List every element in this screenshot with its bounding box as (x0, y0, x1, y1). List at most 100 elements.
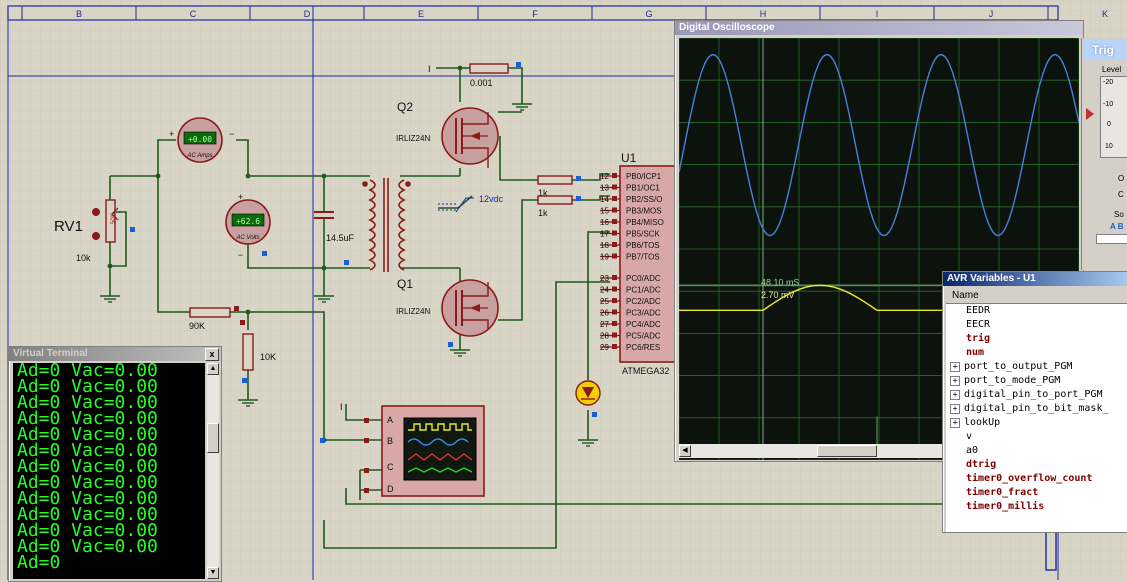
grid-column-label: G (645, 9, 652, 19)
transformer[interactable] (362, 178, 411, 272)
q2-mosfet[interactable] (441, 107, 499, 168)
variable-name: v (966, 431, 973, 442)
mcu-pin-name: PB4/MISO (626, 218, 664, 227)
scope-input-a: A (387, 415, 393, 425)
oscilloscope-titlebar[interactable]: Digital Oscilloscope (675, 21, 1083, 35)
variable-row[interactable]: timer0_fract (946, 486, 1127, 500)
grid-column-label: H (760, 9, 767, 19)
q1-mosfet[interactable] (441, 279, 499, 347)
virtual-terminal-title: Virtual Terminal (13, 348, 88, 359)
terminal-line: Ad=0 Vac=0.00 (17, 472, 158, 493)
mcu-pin-number: 26 (600, 309, 609, 318)
mcu-pin-marker (612, 286, 617, 292)
grid-column-label: I (876, 9, 879, 19)
mcu-pin-number: 23 (600, 274, 609, 283)
mcu-pin-name: PB3/MOS (626, 207, 662, 216)
svg-text:+: + (238, 192, 243, 202)
mcu-pin-name: PC1/ADC (626, 286, 661, 295)
virtual-terminal-titlebar[interactable]: Virtual Terminal (9, 347, 221, 361)
resistor-10k[interactable] (242, 333, 254, 383)
variable-row[interactable]: EEDR (946, 304, 1127, 318)
mcu-pin-marker (612, 275, 617, 280)
rv1-potentiometer[interactable]: 50% (92, 199, 135, 243)
variable-name: digital_pin_to_bit_mask_ (964, 403, 1109, 414)
scroll-down-icon[interactable]: ▼ (207, 567, 219, 579)
terminal-line: Ad=0 Vac=0.00 (17, 440, 158, 461)
shunt-resistor[interactable] (469, 62, 521, 74)
side-label: O (1118, 174, 1125, 183)
variable-name: num (966, 347, 985, 358)
resistor-90k[interactable] (189, 306, 245, 325)
led[interactable] (575, 380, 601, 417)
variable-name: dtrig (966, 459, 997, 470)
expand-icon[interactable]: + (950, 404, 960, 414)
svg-text:+: + (169, 129, 174, 139)
hscroll-thumb[interactable] (817, 445, 877, 457)
oscilloscope-instrument[interactable] (364, 405, 485, 497)
oscilloscope-control-panel: Trig Level -20 -10 0 10 O C So A B (1081, 38, 1127, 270)
mcu-pin-marker (612, 309, 617, 315)
ac-amps-meter[interactable]: +0.00 AC Amps + − (169, 117, 234, 163)
terminal-line: Ad=0 Vac=0.00 (17, 488, 158, 509)
capacitor-value: 14.5uF (326, 233, 355, 243)
expand-icon[interactable]: + (950, 390, 960, 400)
grid-column-label: K (1102, 9, 1108, 19)
level-tick: 0 (1107, 121, 1111, 128)
terminal-line: Ad=0 Vac=0.00 (17, 456, 158, 477)
variable-row[interactable]: EECR (946, 318, 1127, 332)
ac-volts-meter[interactable]: +62.6 AC Volts + − (225, 192, 271, 260)
ac-amps-label: AC Amps (186, 153, 212, 159)
rv1-ref: RV1 (54, 218, 83, 235)
svg-text:−: − (238, 250, 243, 260)
capacitor[interactable]: 14.5uF (314, 211, 355, 265)
avr-variables-title: AVR Variables - U1 (947, 273, 1036, 284)
virtual-terminal-scrollbar[interactable]: ▲ ▼ (207, 363, 219, 579)
variable-row[interactable]: timer0_millis (946, 500, 1127, 514)
mcu-pin-marker (612, 321, 617, 326)
grid-column-label: B (76, 9, 82, 19)
shunt-value: 0.001 (470, 78, 493, 88)
terminal-label-scope: I (340, 402, 343, 412)
variable-row[interactable]: a0 (946, 444, 1127, 458)
mcu-pin-number: 13 (600, 184, 609, 193)
variable-row[interactable]: dtrig (946, 458, 1127, 472)
variable-name: trig (966, 333, 991, 344)
scope-input-b: B (387, 436, 393, 446)
variable-row[interactable]: +digital_pin_to_port_PGM (946, 388, 1127, 402)
mcu-pin-name: PC5/ADC (626, 332, 661, 341)
expand-icon[interactable]: + (950, 362, 960, 372)
source-selector[interactable]: A B (1110, 222, 1124, 231)
scroll-thumb[interactable] (207, 423, 219, 453)
level-knob[interactable]: -20 -10 0 10 (1100, 76, 1127, 158)
expand-icon[interactable]: + (950, 418, 960, 428)
expand-icon[interactable]: + (950, 376, 960, 386)
avr-variables-titlebar[interactable]: AVR Variables - U1 (943, 272, 1127, 286)
mcu-pin-marker (612, 219, 617, 224)
variable-row[interactable]: num (946, 346, 1127, 360)
virtual-terminal-close-button[interactable]: x (205, 348, 219, 361)
mcu-pin-name: PC0/ADC (626, 274, 661, 283)
resistor-1k-a[interactable] (537, 175, 581, 185)
variable-row[interactable]: + digital_pin_to_bit_mask_ (946, 402, 1127, 416)
variable-name: EEDR (966, 305, 991, 316)
variable-row[interactable]: +port_to_output_PGM (946, 360, 1127, 374)
scroll-up-icon[interactable]: ▲ (207, 363, 219, 375)
variable-row[interactable]: v (946, 430, 1127, 444)
supply-12vdc: 12vdc (438, 194, 504, 213)
variable-row[interactable]: +port_to_mode_PGM (946, 374, 1127, 388)
mcu-pin-number: 25 (600, 297, 609, 306)
supply-label: 12vdc (479, 194, 504, 204)
variable-row[interactable]: +lookUp (946, 416, 1127, 430)
variable-row[interactable]: timer0_overflow_count (946, 472, 1127, 486)
resistor-1k-b[interactable] (537, 195, 581, 205)
variable-row[interactable]: trig (946, 332, 1127, 346)
level-tick: -20 (1103, 79, 1114, 86)
source-slider[interactable] (1096, 234, 1127, 244)
scroll-left-icon[interactable]: ◀ (679, 445, 691, 457)
column-header-name[interactable]: Name (946, 289, 1127, 304)
